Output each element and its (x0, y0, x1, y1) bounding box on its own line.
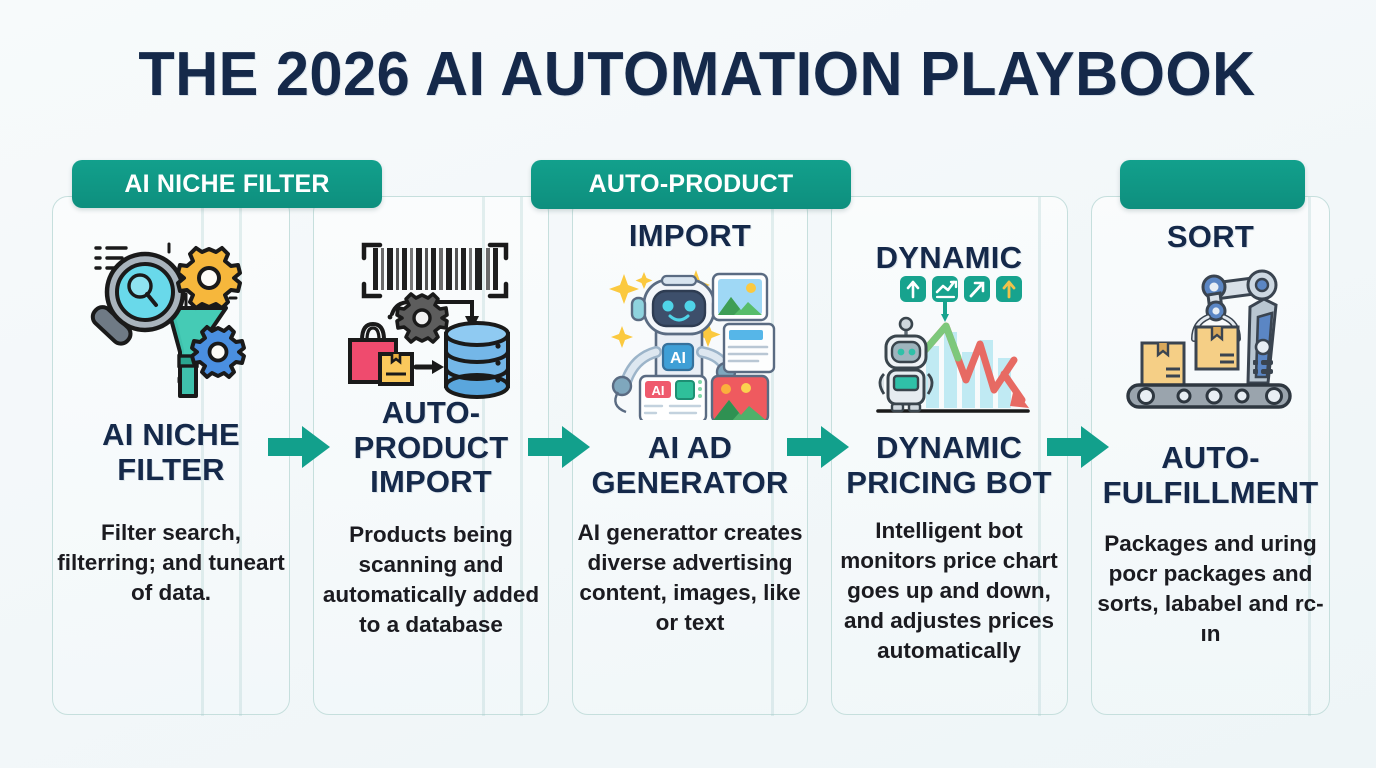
badge-ai-niche-filter[interactable]: AI NICHE FILTER (72, 160, 382, 208)
robot-arm-conveyor-boxes-icon (1122, 265, 1302, 415)
step-body-3: AI generattor creates diverse advertisin… (577, 520, 803, 635)
badge-auto-product[interactable]: AUTO-PRODUCT (531, 160, 851, 209)
steps-row: AI NICHE FILTER AUTO-PRODUCT IMPORT DYNA… (0, 160, 1376, 718)
step-body-4: Intelligent bot monitors price chart goe… (840, 518, 1058, 663)
step-heading-3: AI AD GENERATOR (591, 430, 789, 500)
overlabel-import: IMPORT (628, 218, 752, 253)
card-hairline (482, 197, 485, 716)
barcode-scan-database-icon (340, 240, 520, 400)
card-hairline (520, 197, 523, 716)
card-hairline (771, 197, 774, 716)
arrow-right-icon-2 (528, 424, 592, 470)
step-heading-2: AUTO-PRODUCT IMPORT (353, 395, 509, 500)
card-hairline (1308, 197, 1311, 716)
card-hairline (1038, 197, 1041, 716)
badge-empty[interactable] (1120, 160, 1305, 209)
step-heading-1: AI NICHE FILTER (102, 417, 240, 487)
step-body-5: Packages and uring pocr packages and sor… (1097, 531, 1324, 646)
overlabel-sort: SORT (1166, 219, 1255, 254)
ai-robot-media-cards-icon: AI (600, 260, 780, 420)
page-title: THE 2026 AI AUTOMATION PLAYBOOK (138, 40, 1256, 109)
arrow-right-icon-1 (268, 424, 332, 470)
magnifier-funnel-gears-icon (80, 230, 260, 410)
step-body-1: Filter search, filterring; and tuneart o… (57, 520, 285, 605)
step-heading-5: AUTO-FULFILLMENT (1102, 440, 1319, 510)
robot-price-chart-icon (862, 270, 1042, 420)
step-body-2: Products being scanning and automaticall… (322, 522, 540, 637)
card-hairline (201, 197, 204, 716)
arrow-right-icon-3 (787, 424, 851, 470)
step-heading-4: DYNAMIC PRICING BOT (846, 430, 1052, 500)
overlabel-dynamic: DYNAMIC (875, 240, 1023, 275)
svg-text:AI: AI (652, 383, 665, 398)
card-hairline (239, 197, 242, 716)
arrow-right-icon-4 (1047, 424, 1111, 470)
svg-text:AI: AI (670, 350, 686, 367)
